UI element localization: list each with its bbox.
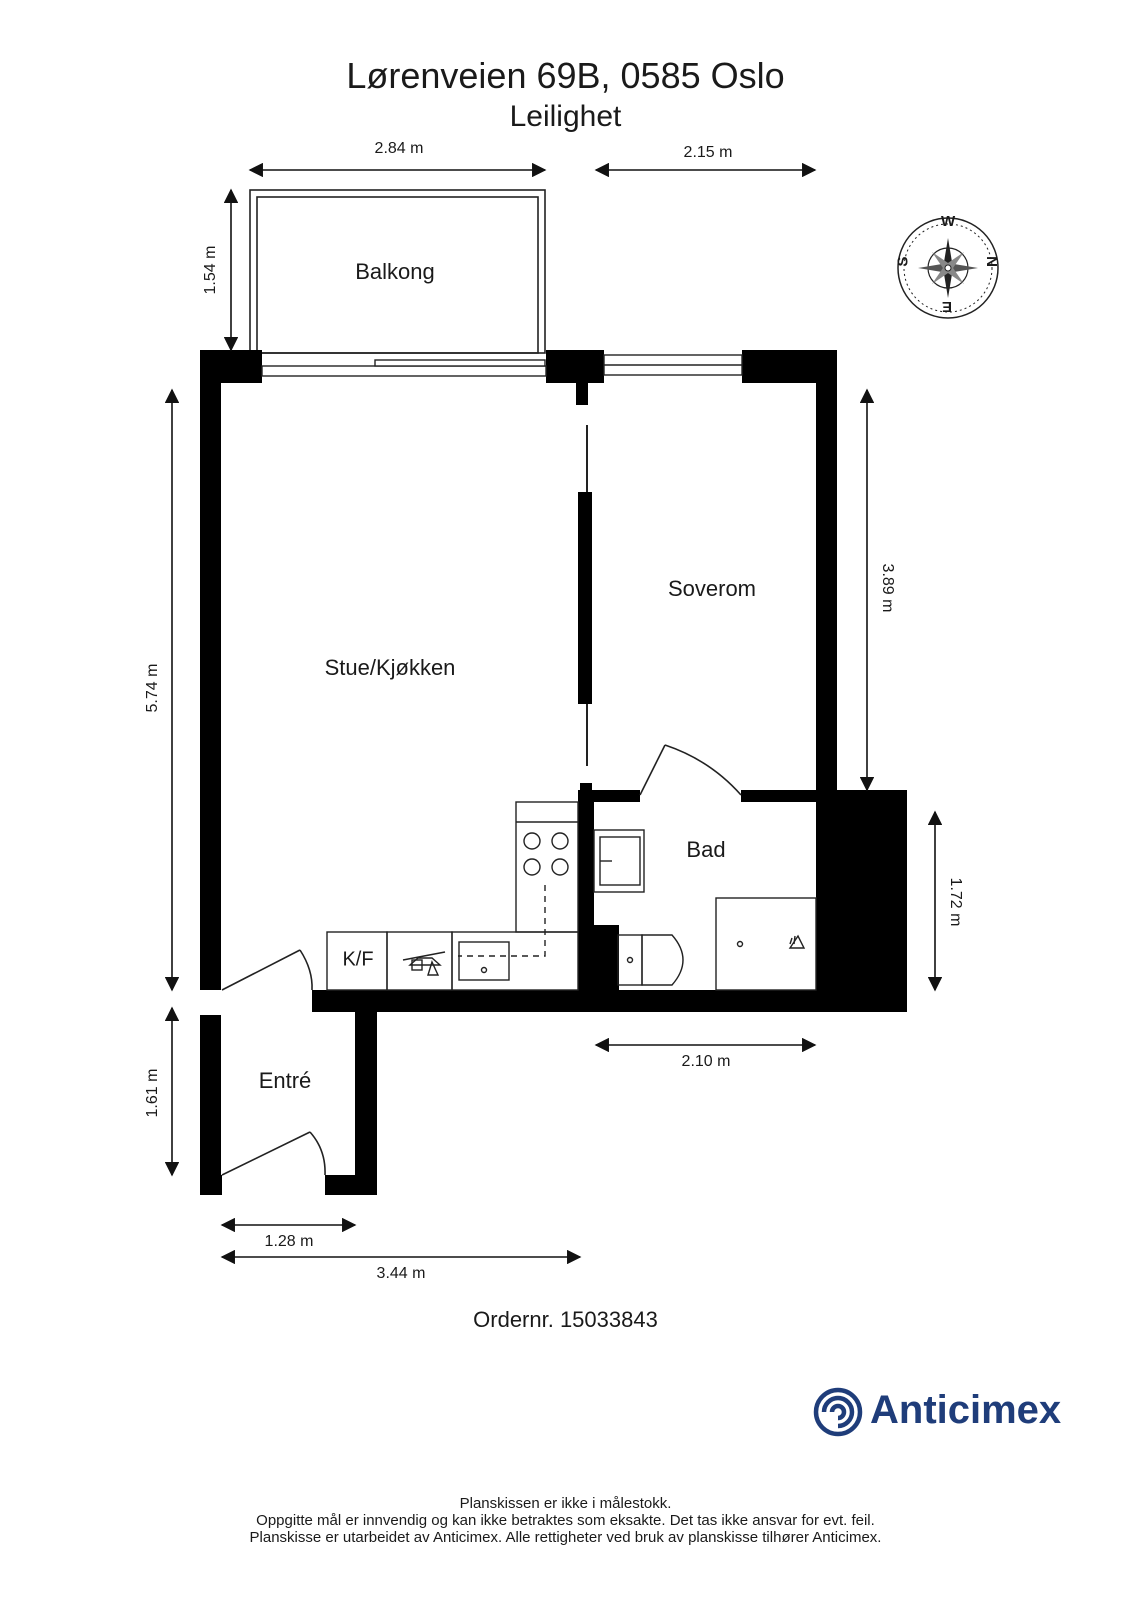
doors xyxy=(221,744,742,1176)
balcony-railing xyxy=(249,189,546,354)
compass-e-label: E xyxy=(942,298,953,315)
compass-n-label: N xyxy=(982,256,1000,267)
compass-w-label: W xyxy=(941,213,956,230)
bathroom-fixtures xyxy=(593,829,817,991)
room-balkong: Balkong xyxy=(355,259,435,284)
room-bad: Bad xyxy=(686,837,726,862)
footer-line-3: Planskisse er utarbeidet av Anticimex. A… xyxy=(249,1529,882,1546)
anticimex-logo-icon xyxy=(813,1387,863,1437)
kitchen-kf-label: K/F xyxy=(342,948,374,971)
dim-bath-width: 2.10 m xyxy=(681,1053,731,1070)
dim-balcony-width: 2.84 m xyxy=(374,140,424,157)
dim-bath-length: 1.72 m xyxy=(947,877,964,927)
dim-total-width: 3.44 m xyxy=(376,1265,426,1282)
footer-line-1: Planskissen er ikke i målestokk. xyxy=(459,1495,672,1512)
compass-s-label: S xyxy=(894,256,912,267)
page-title: Lørenveien 69B, 0585 Oslo xyxy=(346,55,785,96)
dim-living-length: 5.74 m xyxy=(144,663,161,713)
page-subtitle: Leilighet xyxy=(509,100,622,133)
walls xyxy=(200,350,907,1195)
dim-entry-length: 1.61 m xyxy=(144,1068,161,1118)
dim-bedroom-width: 2.15 m xyxy=(683,144,733,161)
footer-line-2: Oppgitte mål er innvendig og kan ikke be… xyxy=(256,1512,875,1529)
compass-icon xyxy=(897,217,999,319)
room-entre: Entré xyxy=(258,1068,312,1093)
room-soverom: Soverom xyxy=(667,576,757,601)
windows xyxy=(261,354,743,377)
order-number: Ordernr. 15033843 xyxy=(473,1307,658,1332)
dimension-lines xyxy=(164,162,943,1265)
brand-name: Anticimex xyxy=(870,1388,1062,1432)
dim-bedroom-length: 3.89 m xyxy=(879,563,896,613)
kitchen xyxy=(326,801,579,991)
dim-entry-width: 1.28 m xyxy=(264,1233,314,1250)
dim-balcony-depth: 1.54 m xyxy=(202,245,219,295)
room-stue-kjokken: Stue/Kjøkken xyxy=(324,655,456,680)
